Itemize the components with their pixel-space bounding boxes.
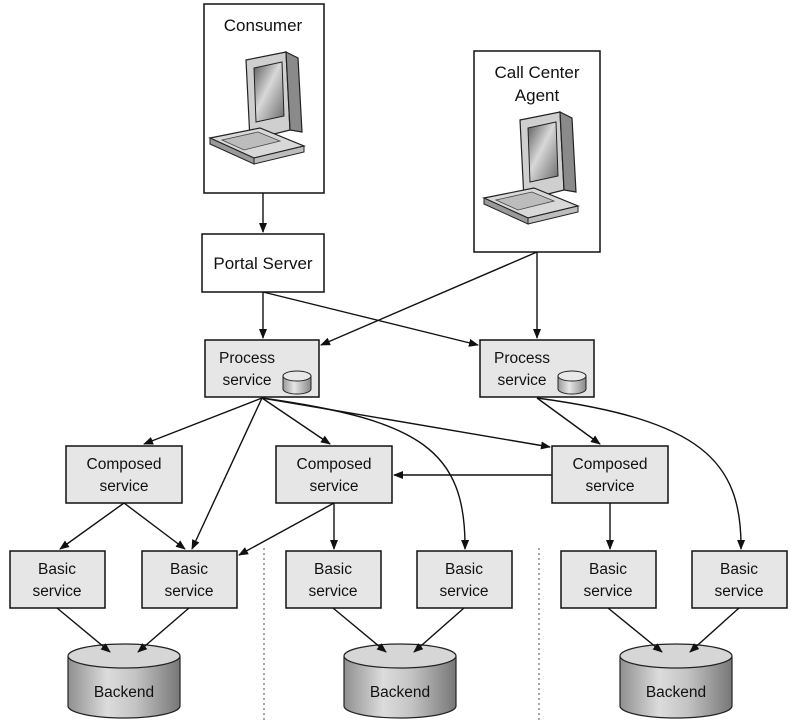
- svg-text:service: service: [32, 583, 81, 600]
- edge-composedL-basic2: [123, 502, 186, 550]
- backend-1: Backend: [67, 643, 181, 719]
- composed-service-middle: Composed service: [275, 445, 393, 504]
- process-left-line1: Process: [219, 350, 275, 367]
- edge-processL-composedL: [143, 397, 263, 445]
- process-left-line2: service: [222, 372, 271, 389]
- svg-text:service: service: [308, 583, 357, 600]
- edge-basic6-backend3: [689, 607, 740, 653]
- svg-text:Basic: Basic: [445, 561, 483, 578]
- composed-service-left: Composed service: [65, 445, 183, 504]
- portal-server-node: Portal Server: [201, 233, 325, 293]
- svg-text:Basic: Basic: [38, 561, 76, 578]
- portal-server-label: Portal Server: [213, 254, 313, 273]
- svg-text:Backend: Backend: [94, 684, 154, 701]
- composed-left-line2: service: [99, 478, 148, 495]
- composed-left-line1: Composed: [87, 456, 162, 473]
- svg-text:Basic: Basic: [170, 561, 208, 578]
- process-right-line1: Process: [494, 350, 550, 367]
- computer-icon: [482, 111, 580, 225]
- edge-basic2-backend1: [137, 607, 190, 653]
- basic-service-5: Basic service: [560, 550, 657, 609]
- consumer-node: Consumer: [203, 3, 325, 194]
- backend-3: Backend: [619, 643, 733, 719]
- svg-text:service: service: [164, 583, 213, 600]
- composed-mid-line2: service: [309, 478, 358, 495]
- svg-text:Basic: Basic: [589, 561, 627, 578]
- connections: [56, 193, 746, 653]
- backend-2: Backend: [343, 643, 457, 719]
- edge-processL-basic4: [261, 397, 470, 550]
- edge-basic3-backend2: [332, 607, 387, 653]
- basic-service-1: Basic service: [9, 550, 106, 609]
- basic-service-6: Basic service: [691, 550, 788, 609]
- svg-text:service: service: [439, 583, 488, 600]
- basic-service-3: Basic service: [285, 550, 382, 609]
- svg-text:service: service: [714, 583, 763, 600]
- svg-text:Basic: Basic: [314, 561, 352, 578]
- edge-portal-process-right: [262, 291, 479, 347]
- svg-text:Backend: Backend: [646, 684, 706, 701]
- process-service-left: Process service: [204, 339, 320, 398]
- process-service-right: Process service: [479, 339, 595, 398]
- edge-processR-basic6: [536, 397, 746, 550]
- consumer-label: Consumer: [224, 16, 303, 35]
- basic-service-2: Basic service: [141, 550, 238, 609]
- edge-processL-basic2: [191, 397, 263, 550]
- database-icon: [557, 370, 587, 395]
- edge-processL-composedM: [261, 397, 331, 445]
- call-center-label-line2: Agent: [515, 86, 560, 105]
- computer-icon: [208, 51, 306, 165]
- edge-processR-composedR: [536, 397, 601, 445]
- edge-agent-process-left: [320, 251, 538, 346]
- edge-composedL-basic1: [59, 502, 125, 550]
- composed-mid-line1: Composed: [297, 456, 372, 473]
- database-icon: [282, 370, 312, 395]
- edge-basic1-backend1: [56, 607, 111, 653]
- composed-right-line2: service: [585, 478, 634, 495]
- svg-text:Backend: Backend: [370, 684, 430, 701]
- edge-basic5-backend3: [607, 607, 663, 653]
- process-right-line2: service: [497, 372, 546, 389]
- svg-text:Basic: Basic: [720, 561, 758, 578]
- basic-service-4: Basic service: [416, 550, 513, 609]
- call-center-label-line1: Call Center: [494, 63, 579, 82]
- composed-service-right: Composed service: [551, 445, 669, 504]
- svg-text:service: service: [583, 583, 632, 600]
- composed-right-line1: Composed: [573, 456, 648, 473]
- call-center-agent-node: Call Center Agent: [473, 50, 601, 253]
- edge-composedM-basic2: [238, 502, 335, 556]
- edge-basic4-backend2: [413, 607, 465, 653]
